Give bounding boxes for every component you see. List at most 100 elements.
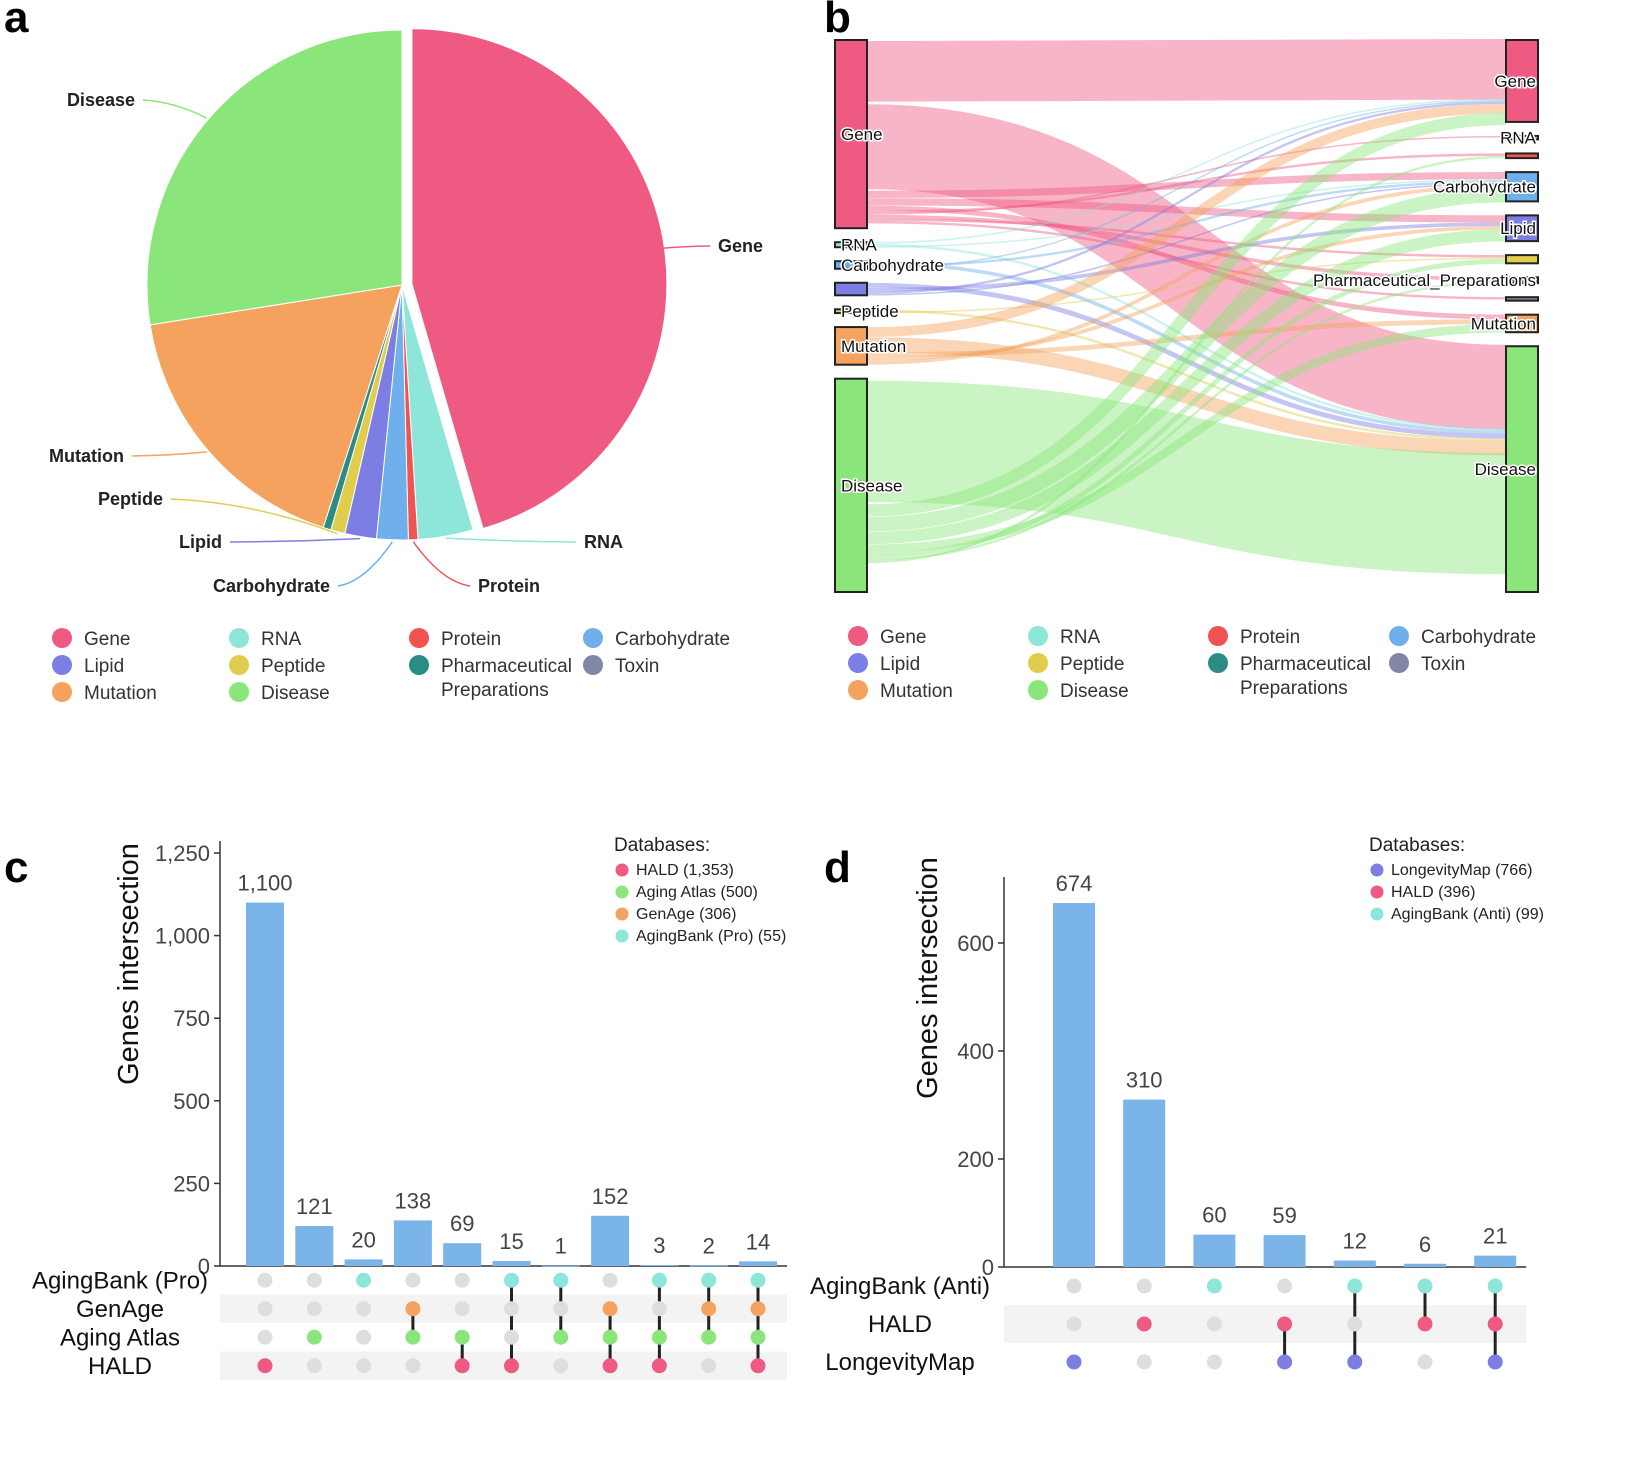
sankey-legend-label-gene: Gene bbox=[880, 627, 926, 648]
matrix-dot-on bbox=[1347, 1354, 1363, 1370]
bar-value-label: 152 bbox=[592, 1184, 629, 1209]
sankey-legend-marker-gene bbox=[848, 626, 868, 646]
pie-legend-label-carbohydrate: Carbohydrate bbox=[615, 629, 730, 650]
bar bbox=[1193, 1234, 1236, 1267]
pie-legend-label-rna: RNA bbox=[261, 629, 301, 650]
matrix-dot-on bbox=[750, 1358, 766, 1374]
database-legend-marker bbox=[1370, 863, 1384, 877]
panel-letter-d: d bbox=[824, 843, 851, 892]
matrix-dot-off bbox=[1417, 1354, 1433, 1370]
database-legend-entry: LongevityMap (766) bbox=[1391, 862, 1532, 879]
sankey-legend-label-toxin: Toxin bbox=[1421, 654, 1465, 675]
bar bbox=[541, 1265, 580, 1267]
bar bbox=[492, 1261, 531, 1266]
set-label-hald: HALD bbox=[88, 1353, 152, 1380]
matrix-dot-off bbox=[306, 1358, 322, 1374]
bar bbox=[393, 1220, 432, 1266]
database-legend-entry: AgingBank (Pro) (55) bbox=[636, 928, 786, 945]
database-legend-entry: HALD (396) bbox=[1391, 884, 1475, 901]
pie-leader-gene bbox=[656, 245, 711, 250]
bar-value-label: 3 bbox=[653, 1233, 665, 1258]
matrix-dot-off bbox=[356, 1358, 372, 1374]
sankey-link-carbohydrate-to-gene bbox=[866, 100, 1507, 269]
sankey-target-label-carbohydrate: Carbohydrate bbox=[1433, 178, 1536, 197]
set-label-longevitymap: LongevityMap bbox=[825, 1349, 974, 1376]
sankey-link-mutation-to-lipid bbox=[866, 225, 1507, 361]
pie-label-peptide: Peptide bbox=[98, 489, 163, 509]
sankey-target-node-gene bbox=[1505, 39, 1539, 123]
pie-slice-mutation bbox=[149, 284, 403, 529]
pie-label-lipid: Lipid bbox=[179, 532, 222, 552]
pie-legend-marker-protein bbox=[409, 628, 429, 648]
matrix-dot-on bbox=[1417, 1316, 1433, 1332]
y-axis-title: Genes intersection bbox=[912, 857, 944, 1099]
sankey-chart: GeneRNACarbohydratePeptideMutationDiseas… bbox=[834, 38, 1539, 594]
matrix-dot-on bbox=[1136, 1316, 1152, 1332]
sankey-link-peptide-to-peptide bbox=[866, 257, 1507, 314]
pie-slice-disease bbox=[146, 29, 403, 326]
pie-legend-marker-pharmaceutical-preparations bbox=[409, 655, 429, 675]
matrix-dot-off bbox=[306, 1301, 322, 1317]
pie-legend-label-lipid: Lipid bbox=[84, 656, 124, 677]
sankey-legend-label-pharmaceutical-preparations: Preparations bbox=[1240, 678, 1348, 699]
sankey-nodes bbox=[834, 39, 1539, 594]
pie-leader-rna bbox=[446, 537, 577, 543]
matrix-dot-on bbox=[701, 1272, 717, 1288]
sankey-link-gene-to-pharmaceutical-preparations bbox=[866, 214, 1507, 281]
sankey-source-label-rna: RNA bbox=[841, 236, 878, 255]
sankey-link-gene-to-toxin bbox=[866, 220, 1507, 300]
matrix-dot-on bbox=[602, 1358, 618, 1374]
sankey-legend-label-protein: Protein bbox=[1240, 627, 1300, 648]
pie-legend-marker-rna bbox=[229, 628, 249, 648]
sankey-link-disease-to-carbohydrate bbox=[866, 187, 1507, 532]
set-label-hald: HALD bbox=[868, 1311, 932, 1338]
sankey-target-node-protein bbox=[1505, 152, 1539, 160]
sankey-legend-label-carbohydrate: Carbohydrate bbox=[1421, 627, 1536, 648]
sankey-source-label-peptide: Peptide bbox=[841, 302, 899, 321]
sankey-legend-marker-toxin bbox=[1389, 653, 1409, 673]
matrix-dot-off bbox=[356, 1301, 372, 1317]
sankey-target-node-mutation bbox=[1505, 313, 1539, 334]
matrix-dot-on bbox=[1206, 1278, 1222, 1294]
pie-leader-peptide bbox=[170, 498, 338, 535]
bar-value-label: 21 bbox=[1483, 1224, 1507, 1249]
y-axis-title: Genes intersection bbox=[113, 843, 145, 1085]
sankey-source-node-mutation bbox=[834, 326, 868, 366]
pie-label-mutation: Mutation bbox=[49, 446, 124, 466]
matrix-dot-on bbox=[405, 1301, 421, 1317]
sankey-legend-marker-pharmaceutical-preparations bbox=[1208, 653, 1228, 673]
sankey-legend-label-disease: Disease bbox=[1060, 681, 1129, 702]
pie-legend-marker-gene bbox=[52, 628, 72, 648]
sankey-target-node-lipid bbox=[1505, 214, 1539, 243]
matrix-dot-off bbox=[1347, 1316, 1363, 1332]
matrix-dot-on bbox=[1487, 1278, 1503, 1294]
sankey-link-disease-to-gene bbox=[866, 113, 1507, 517]
matrix-dot-off bbox=[1206, 1316, 1222, 1332]
bar bbox=[1333, 1260, 1376, 1267]
sankey-target-node-peptide bbox=[1505, 254, 1539, 265]
bar-value-label: 2 bbox=[703, 1233, 715, 1258]
matrix-dot-on bbox=[651, 1358, 667, 1374]
matrix-dot-on bbox=[701, 1329, 717, 1345]
sankey-legend-marker-peptide bbox=[1028, 653, 1048, 673]
sankey-source-node-carbohydrate bbox=[834, 260, 868, 270]
sankey-link-lipid-to-carbohydrate bbox=[866, 182, 1507, 296]
database-legend-marker bbox=[615, 907, 629, 921]
y-tick-label: 1,250 bbox=[155, 841, 210, 866]
sankey-labels: GeneRNACarbohydratePeptideMutationDiseas… bbox=[840, 70, 1539, 496]
matrix-dot-on bbox=[750, 1272, 766, 1288]
pie-legend-label-disease: Disease bbox=[261, 683, 330, 704]
pie-legend-label-peptide: Peptide bbox=[261, 656, 325, 677]
matrix-dot-on bbox=[750, 1329, 766, 1345]
bar-value-label: 6 bbox=[1419, 1232, 1431, 1257]
y-tick-label: 400 bbox=[957, 1039, 994, 1064]
database-legend-entry: Aging Atlas (500) bbox=[636, 884, 758, 901]
sankey-target-label-mutation: Mutation bbox=[1471, 314, 1536, 333]
matrix-dot-on bbox=[1277, 1316, 1293, 1332]
sankey-legend-marker-lipid bbox=[848, 653, 868, 673]
sankey-legend-marker-rna bbox=[1028, 626, 1048, 646]
